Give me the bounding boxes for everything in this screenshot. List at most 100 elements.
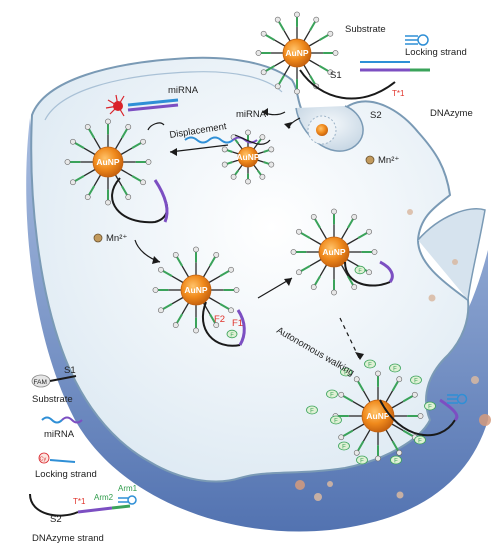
np-strand (274, 39, 286, 47)
fam-cap (351, 214, 358, 220)
background-particles (295, 209, 491, 501)
fam-cap (259, 173, 266, 180)
fam-cap (70, 179, 76, 186)
fam-cap (140, 138, 146, 145)
np-strand (83, 168, 96, 177)
fam-cap (310, 214, 317, 220)
np-strand (303, 64, 311, 76)
mn-ion-right (365, 155, 375, 165)
np-strand (232, 151, 239, 155)
f-label: F (368, 363, 372, 369)
dnazyme-loop-center (201, 301, 241, 347)
legend-s2-label: S2 (50, 514, 62, 525)
np-strand (208, 275, 221, 284)
np-strand (274, 59, 286, 67)
legend-mirna-strand (41, 416, 63, 424)
np-strand (283, 30, 291, 42)
released-f-marker (414, 435, 426, 445)
f-label: F (428, 405, 432, 411)
np-strand-tip (300, 264, 311, 272)
np-strand (283, 64, 291, 76)
np-strand-tip (226, 161, 233, 165)
np-strand (253, 164, 259, 171)
fam-cap (64, 159, 71, 165)
np-strand (352, 400, 365, 409)
label-mn-left: Mn²⁺ (106, 233, 127, 244)
fam-cap (268, 161, 275, 168)
np-strand (257, 159, 264, 163)
np-strand (340, 227, 349, 240)
np-strand (171, 275, 184, 284)
fam-cap (371, 249, 378, 255)
released-f-marker (356, 455, 368, 465)
np-strand-tip (319, 65, 329, 72)
cleaved-f-marker (226, 329, 238, 339)
locking-strand-hairpin (405, 35, 418, 45)
fam-cap (245, 178, 251, 185)
released-f-marker (390, 455, 402, 465)
np-strand-tip (131, 174, 142, 182)
fam-cap (296, 228, 302, 235)
fam-cap (375, 455, 381, 462)
legend-dnazyme-purple (77, 506, 113, 514)
label-mirna-mid: miRNA (236, 109, 267, 120)
fam-cap (70, 138, 76, 145)
np-strand (309, 237, 322, 246)
fam-cap (125, 124, 132, 130)
fam-cap (294, 11, 300, 18)
np-strand (319, 264, 328, 277)
legend-mirna-strand-purple (61, 416, 83, 424)
fam-cap (310, 284, 317, 290)
f-label: F (310, 409, 314, 415)
np-strand (391, 423, 404, 432)
np-strand-tip (208, 256, 216, 267)
f-label: F (358, 268, 362, 274)
fam-cap (338, 391, 345, 398)
legend-substrate-strand (49, 375, 77, 382)
purple-arm-left (153, 179, 169, 223)
f-label: F (330, 393, 334, 399)
fam-cap (332, 50, 339, 56)
fam-cap (105, 118, 111, 125)
fam-cap (172, 322, 179, 328)
label-substrate-top: Substrate (345, 24, 386, 35)
np-strand-tip (263, 161, 270, 165)
fam-cap (245, 129, 251, 136)
f-label: F (418, 439, 422, 445)
fam-cap (221, 146, 228, 153)
mirna-strand-mid (184, 136, 234, 144)
arrow-heads (152, 108, 364, 360)
np-strand-tip (402, 429, 414, 437)
f-label: F (334, 419, 338, 425)
legend-dnazyme-strand-label: DNAzyme strand (32, 533, 104, 544)
fam-cap (84, 124, 91, 130)
fam-cap (327, 30, 334, 37)
np-strand-tip (74, 142, 85, 150)
released-f-marker (330, 415, 342, 425)
np-strand-tip (131, 142, 142, 150)
fam-cap (396, 376, 403, 383)
np-strand-tip (314, 218, 322, 229)
f-label: F (342, 445, 346, 451)
f-label: F (360, 459, 364, 465)
fam-cap (375, 370, 381, 377)
purple-arm-bottom (439, 398, 459, 422)
np-strand-tip (234, 138, 240, 145)
np-strand-tip (88, 185, 96, 196)
np-strand-tip (391, 440, 399, 452)
np-strand (114, 137, 123, 150)
label-locking-top: Locking strand (405, 47, 467, 58)
np-strand (253, 143, 259, 150)
fam-cap (158, 307, 164, 314)
fam-cap (228, 266, 234, 273)
released-f-marker (389, 363, 401, 373)
fam-cap (84, 194, 91, 200)
aunp-label: AuNP (322, 247, 345, 257)
label-mn-right: Mn²⁺ (378, 155, 399, 166)
fam-cap (213, 252, 220, 258)
dnazyme-loop-bottom (379, 399, 456, 437)
fam-cap (260, 69, 267, 76)
fam-cap (396, 449, 403, 456)
fam-cap (290, 249, 297, 255)
